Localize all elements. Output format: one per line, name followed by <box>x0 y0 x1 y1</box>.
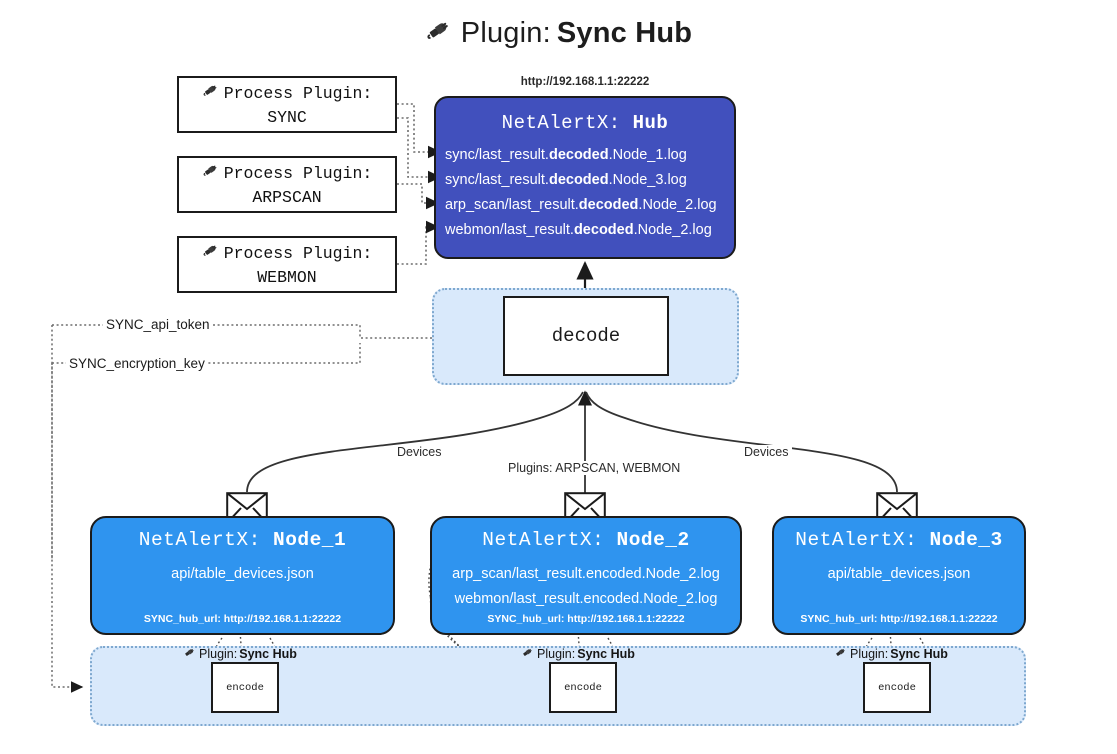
log-post: .Node_2.log <box>633 222 712 238</box>
process-plugin-heading: Process Plugin: <box>202 240 373 266</box>
node-title-name: Node_3 <box>929 529 1003 551</box>
node-box-node-2[interactable]: NetAlertX: Node_2 arp_scan/last_result.e… <box>430 516 742 635</box>
band-plugin-prefix: Plugin: <box>537 646 576 661</box>
hub-log-line: webmon/last_result.decoded.Node_2.log <box>436 218 734 243</box>
node-title: NetAlertX: Node_2 <box>432 529 740 551</box>
node-line: api/table_devices.json <box>827 566 971 582</box>
node-hub-url: SYNC_hub_url: http://192.168.1.1:22222 <box>143 613 342 625</box>
sync-encryption-key-label: SYNC_encryption_key <box>66 356 208 371</box>
log-pre: arp_scan/last_result. <box>445 197 579 213</box>
hub-title-prefix: NetAlertX: <box>501 112 633 134</box>
node-line: webmon/last_result.encoded.Node_2.log <box>454 591 718 607</box>
log-post: .Node_1.log <box>608 147 687 163</box>
plug-icon <box>521 645 535 662</box>
process-plugin-box-sync[interactable]: Process Plugin: SYNC <box>177 76 397 133</box>
band-plugin-name: Sync Hub <box>890 646 948 661</box>
hub-log-list: sync/last_result.decoded.Node_1.log sync… <box>436 143 734 243</box>
hub-url-label: http://192.168.1.1:22222 <box>520 76 650 88</box>
log-em: decoded <box>548 172 609 188</box>
node-line-list: api/table_devices.json <box>774 562 1024 587</box>
band-plugin-name: Sync Hub <box>239 646 297 661</box>
hub-title-name: Hub <box>632 112 669 134</box>
plug-icon <box>834 645 848 662</box>
band-plugin-prefix: Plugin: <box>199 646 238 661</box>
log-em: decoded <box>578 197 639 213</box>
band-plugin-label: Plugin: Sync Hub <box>834 645 948 662</box>
plug-icon <box>425 14 455 52</box>
process-plugin-heading: Process Plugin: <box>202 160 373 186</box>
log-em: decoded <box>548 147 609 163</box>
page-title: Plugin: Sync Hub <box>0 14 1117 52</box>
band-plugin-label: Plugin: Sync Hub <box>521 645 635 662</box>
edge-label-devices-right: Devices <box>740 445 793 459</box>
hub-log-line: arp_scan/last_result.decoded.Node_2.log <box>436 193 734 218</box>
hub-log-line: sync/last_result.decoded.Node_3.log <box>436 168 734 193</box>
log-em: decoded <box>573 222 634 238</box>
node-title: NetAlertX: Node_3 <box>774 529 1024 551</box>
process-plugin-box-webmon[interactable]: Process Plugin: WEBMON <box>177 236 397 293</box>
edge-label-devices-left: Devices <box>393 445 446 459</box>
band-plugin-name: Sync Hub <box>577 646 635 661</box>
title-prefix: Plugin: <box>460 16 551 49</box>
log-pre: sync/last_result. <box>445 172 549 188</box>
plug-icon <box>183 645 197 662</box>
log-pre: webmon/last_result. <box>445 222 574 238</box>
plug-icon <box>202 80 221 106</box>
node-title-prefix: NetAlertX: <box>138 529 273 551</box>
log-post: .Node_3.log <box>608 172 687 188</box>
encode-box[interactable]: encode <box>211 662 279 713</box>
encode-box[interactable]: encode <box>549 662 617 713</box>
plug-icon <box>202 160 221 186</box>
sync-api-token-label: SYNC_api_token <box>103 317 213 332</box>
node-line: api/table_devices.json <box>171 566 314 582</box>
node-title-prefix: NetAlertX: <box>482 529 617 551</box>
hub-title: NetAlertX: Hub <box>436 112 734 134</box>
hub-box[interactable]: NetAlertX: Hub sync/last_result.decoded.… <box>434 96 736 259</box>
band-plugin-prefix: Plugin: <box>850 646 889 661</box>
node-box-node-3[interactable]: NetAlertX: Node_3 api/table_devices.json… <box>772 516 1026 635</box>
process-plugin-name: ARPSCAN <box>252 188 322 207</box>
node-title-name: Node_2 <box>616 529 690 551</box>
process-plugin-name: SYNC <box>267 108 307 127</box>
node-box-node-1[interactable]: NetAlertX: Node_1 api/table_devices.json… <box>90 516 395 635</box>
process-plugin-title: Process Plugin: <box>223 243 373 263</box>
node-line-list: api/table_devices.json <box>92 562 393 587</box>
process-plugin-heading: Process Plugin: <box>202 80 373 106</box>
decode-box[interactable]: decode <box>503 296 669 376</box>
plug-icon <box>202 240 221 266</box>
log-post: .Node_2.log <box>638 197 717 213</box>
node-hub-url: SYNC_hub_url: http://192.168.1.1:22222 <box>800 613 998 625</box>
hub-log-line: sync/last_result.decoded.Node_1.log <box>436 143 734 168</box>
encode-box[interactable]: encode <box>863 662 931 713</box>
node-line-list: arp_scan/last_result.encoded.Node_2.log … <box>432 562 740 612</box>
band-plugin-label: Plugin: Sync Hub <box>183 645 297 662</box>
title-name: Sync Hub <box>556 16 693 49</box>
log-pre: sync/last_result. <box>445 147 549 163</box>
node-hub-url: SYNC_hub_url: http://192.168.1.1:22222 <box>487 613 685 625</box>
node-line: arp_scan/last_result.encoded.Node_2.log <box>452 566 720 582</box>
process-plugin-title: Process Plugin: <box>223 83 373 103</box>
edge-label-plugins: Plugins: ARPSCAN, WEBMON <box>504 461 685 475</box>
node-title-prefix: NetAlertX: <box>795 529 930 551</box>
node-title-name: Node_1 <box>273 529 347 551</box>
process-plugin-name: WEBMON <box>257 268 317 287</box>
process-plugin-title: Process Plugin: <box>223 163 373 183</box>
node-title: NetAlertX: Node_1 <box>92 529 393 551</box>
process-plugin-box-arpscan[interactable]: Process Plugin: ARPSCAN <box>177 156 397 213</box>
